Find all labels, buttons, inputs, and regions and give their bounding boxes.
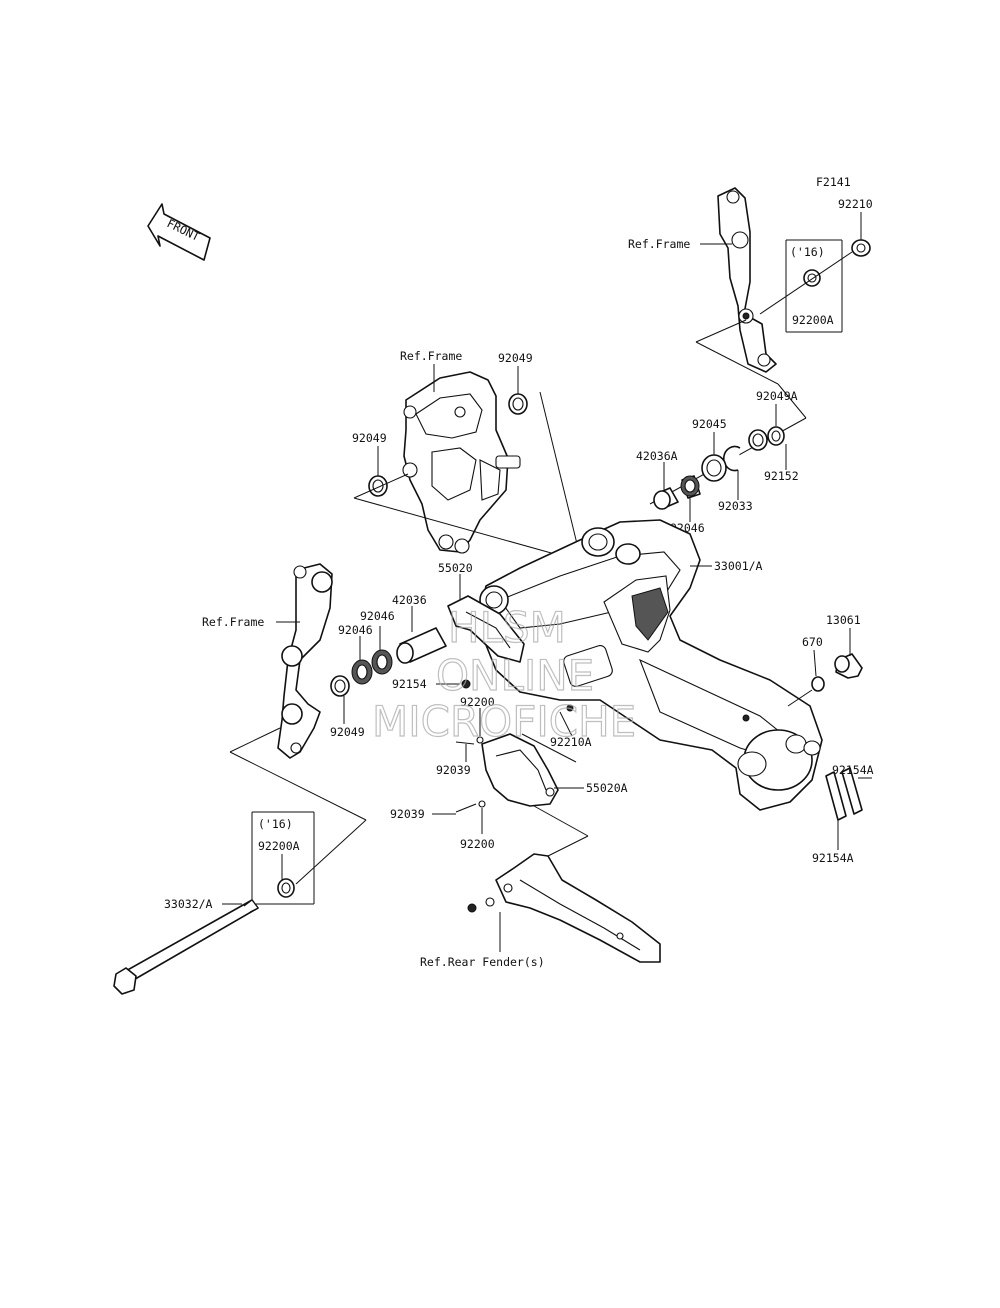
label-92049-lower: 92049 (330, 725, 365, 739)
label-92046-left1: 92046 (360, 609, 395, 623)
label-92049-top: 92049 (498, 351, 533, 365)
label-42036: 42036 (392, 593, 427, 607)
nut-92210 (851, 239, 871, 257)
label-92210A: 92210A (550, 735, 592, 749)
label-92033: 92033 (718, 499, 753, 513)
label-42036A: 42036A (636, 449, 678, 463)
label-92046-left2: 92046 (338, 623, 373, 637)
label-92200-upper: 92200 (460, 695, 495, 709)
label-ref-frame-left: Ref.Frame (202, 615, 264, 629)
swingarm-33001 (479, 519, 823, 811)
rear-fender (467, 853, 661, 963)
upper-right-frame-bracket (717, 187, 777, 373)
label-92049-left: 92049 (352, 431, 387, 445)
label-92200-lower: 92200 (460, 837, 495, 851)
bolt-13061 (834, 653, 863, 679)
plate-55020 (447, 595, 525, 663)
label-92200A-upper: 92200A (792, 313, 834, 327)
label-92200A-lower: 92200A (258, 839, 300, 853)
label-33032A: 33032/A (164, 897, 213, 911)
svg-text:ONLINE: ONLINE (436, 651, 594, 700)
label-55020: 55020 (438, 561, 473, 575)
pivot-shaft-33032A (113, 899, 259, 995)
left-frame-bracket (277, 563, 333, 759)
label-92154: 92154 (392, 677, 427, 691)
label-ref-frame-middle: Ref.Frame (400, 349, 462, 363)
watermark: HLSM ONLINE MICROFICHE (371, 602, 636, 746)
label-92152: 92152 (764, 469, 799, 483)
label-92039-upper: 92039 (436, 763, 471, 777)
label-670: 670 (802, 635, 823, 649)
front-arrow-icon: FRONT (147, 203, 211, 261)
svg-text:MICROFICHE: MICROFICHE (372, 697, 636, 746)
label-92045: 92045 (692, 417, 727, 431)
label-92210: 92210 (838, 197, 873, 211)
svg-text:HLSM: HLSM (448, 603, 566, 652)
label-ref-frame-upper: Ref.Frame (628, 237, 690, 251)
label-16-upper: ('16) (790, 245, 825, 259)
label-13061: 13061 (826, 613, 861, 627)
label-ref-rear-fender: Ref.Rear Fender(s) (420, 955, 545, 969)
chain-guard-55020A (481, 733, 559, 807)
label-16-lower: ('16) (258, 817, 293, 831)
figure-code: F2141 (816, 175, 851, 189)
label-33001A: 33001/A (714, 559, 763, 573)
oring-670 (811, 676, 825, 692)
label-92154A-upper: 92154A (832, 763, 874, 777)
label-55020A: 55020A (586, 781, 628, 795)
upper-frame-plate (402, 371, 521, 554)
label-92154A-lower: 92154A (812, 851, 854, 865)
label-92039-lower: 92039 (390, 807, 425, 821)
label-92049A: 92049A (756, 389, 798, 403)
